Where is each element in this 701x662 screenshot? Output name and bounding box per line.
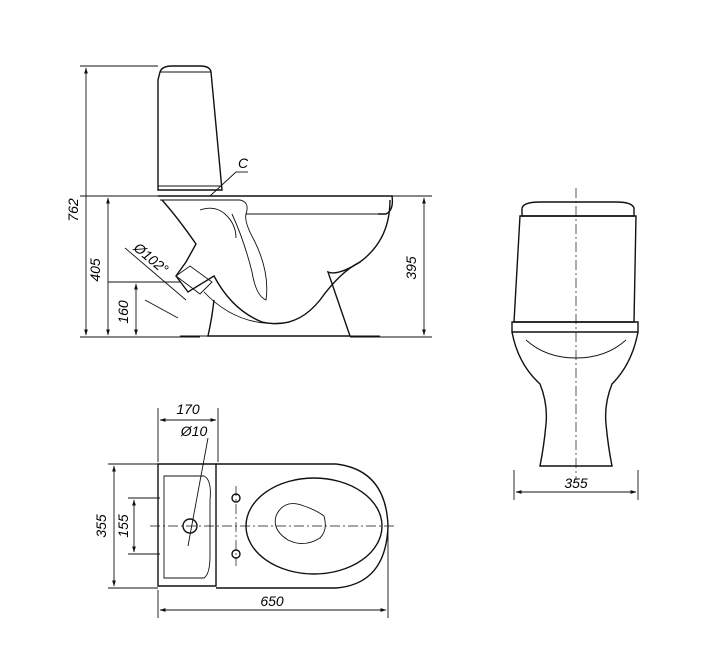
front-bowl — [511, 331, 639, 467]
front-tank — [513, 215, 637, 323]
dim-front-width: 355 — [564, 475, 588, 491]
trapway — [161, 199, 361, 325]
side-view: 762 405 160 395 Ø102° C — [65, 65, 432, 338]
dim-overall-width: 355 — [93, 514, 109, 538]
top-tank — [157, 463, 217, 587]
dim-height-back: 395 — [403, 256, 419, 280]
bowl-outer — [207, 199, 391, 337]
drain-opening — [274, 503, 326, 544]
dim-height-total: 762 — [65, 198, 81, 222]
dim-overall-length: 650 — [260, 593, 284, 609]
front-view: 355 — [511, 188, 639, 500]
dim-height-outlet: 160 — [115, 300, 131, 324]
tank-outline — [157, 65, 223, 191]
front-seat — [511, 321, 639, 333]
dim-height-rim: 405 — [87, 258, 103, 282]
label-connector: C — [238, 155, 249, 171]
dim-tank-width: 170 — [176, 401, 200, 417]
bowl-rim — [158, 195, 394, 215]
top-view: 170 Ø10 355 155 650 — [93, 401, 396, 618]
dim-bolt-spacing: 155 — [115, 514, 131, 538]
dim-hole-diameter: Ø10 — [180, 423, 208, 439]
front-lid — [521, 201, 635, 217]
